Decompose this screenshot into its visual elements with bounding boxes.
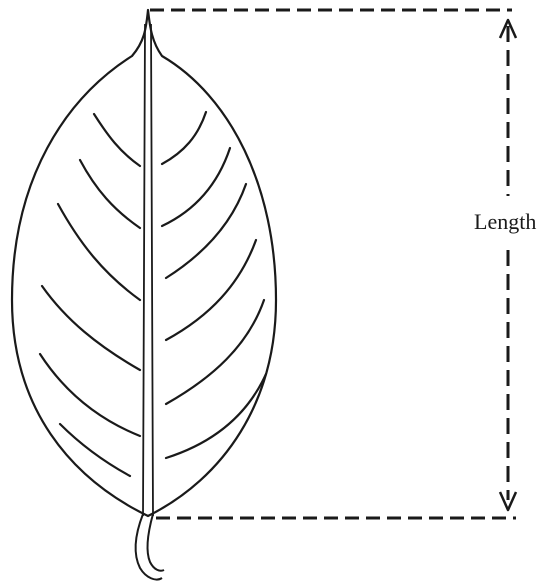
leaf-midrib	[143, 24, 153, 516]
right-vein-6	[166, 374, 266, 458]
length-label: Length	[474, 209, 536, 234]
left-lateral-veins	[40, 114, 140, 476]
left-vein-5	[40, 354, 140, 436]
left-vein-2	[80, 160, 140, 228]
right-vein-3	[166, 184, 246, 278]
left-vein-1	[94, 114, 140, 166]
right-vein-5	[166, 300, 264, 404]
right-vein-1	[162, 112, 206, 164]
right-vein-4	[166, 240, 256, 340]
right-vein-2	[162, 148, 230, 226]
leaf-petiole	[136, 514, 164, 580]
left-vein-6	[60, 424, 130, 476]
left-vein-4	[42, 286, 140, 370]
